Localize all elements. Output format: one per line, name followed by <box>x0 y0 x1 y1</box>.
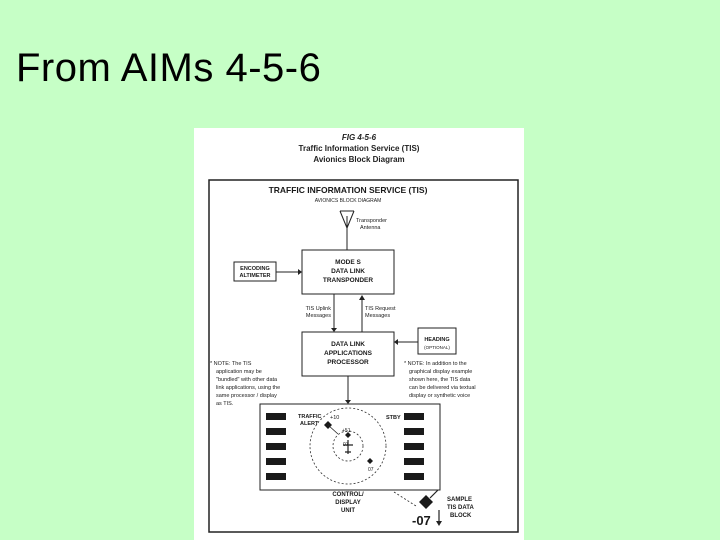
svg-text:* NOTE: The TIS: * NOTE: The TIS <box>210 361 252 367</box>
control-display-label: CONTROL/ <box>332 492 364 498</box>
mode-s-label: MODE S <box>335 259 361 266</box>
arrow-altimeter-to-transponder <box>298 269 302 275</box>
control-display-label-3: UNIT <box>341 508 355 514</box>
tis-block-diagram: TRAFFIC INFORMATION SERVICE (TIS) AVIONI… <box>208 179 519 533</box>
display-left-button <box>266 458 286 465</box>
own-aircraft-icon <box>343 440 353 454</box>
sample-block-label-2: TIS DATA <box>447 505 474 511</box>
svg-text:"bundled" with other data: "bundled" with other data <box>216 377 278 383</box>
traffic-alert-label-2: ALERT <box>300 421 319 427</box>
sample-block-leader <box>393 491 417 507</box>
range-ring-outer <box>309 407 387 485</box>
figure-caption-number: FIG 4-5-6 <box>341 133 377 142</box>
control-display-unit <box>259 403 441 491</box>
diagram-frame <box>208 179 519 533</box>
note-right: * NOTE: In addition to the graphical dis… <box>404 361 476 399</box>
tis-request-label: TIS Request <box>365 306 396 312</box>
svg-text:can be delivered via textual: can be delivered via textual <box>409 385 476 391</box>
display-left-button <box>266 443 286 450</box>
display-left-button <box>266 473 286 480</box>
arrow-heading-to-processor <box>394 339 398 345</box>
arrow-uplink-down <box>331 328 337 332</box>
display-right-button <box>404 443 424 450</box>
sample-block-value: -07 <box>412 513 431 528</box>
slide-title: From AIMs 4-5-6 <box>16 46 322 90</box>
note-left: * NOTE: The TIS application may be "bund… <box>210 361 280 407</box>
display-right-button <box>404 428 424 435</box>
mode-s-label-2: DATA LINK <box>331 268 365 275</box>
tis-request-label-2: Messages <box>365 313 390 319</box>
heading-box <box>417 327 457 355</box>
arrow-processor-to-display <box>345 400 351 404</box>
traffic-target-icon <box>367 458 373 464</box>
heading-optional-label: (OPTIONAL) <box>424 345 450 350</box>
transponder-antenna-label-2: Antenna <box>360 225 381 231</box>
svg-text:* NOTE: In addition to the: * NOTE: In addition to the <box>404 361 467 367</box>
transponder-antenna-label: Transponder <box>356 218 387 224</box>
target-bottom-altitude: 07 <box>368 467 374 473</box>
sample-block-label: SAMPLE <box>447 497 472 503</box>
antenna-icon <box>339 210 355 250</box>
processor-label: DATA LINK <box>331 341 365 348</box>
applications-processor-box <box>301 331 395 377</box>
control-display-label-2: DISPLAY <box>335 500 360 506</box>
processor-label-2: APPLICATIONS <box>324 350 373 357</box>
svg-text:as TIS.: as TIS. <box>216 401 234 407</box>
arrow-request-up <box>359 295 365 300</box>
svg-text:shown here, the TIS data: shown here, the TIS data <box>409 377 471 383</box>
diagram-title: TRAFFIC INFORMATION SERVICE (TIS) <box>269 185 428 195</box>
mode-s-transponder-box <box>301 249 395 295</box>
target-center-altitude: +51 <box>342 428 351 434</box>
range-ring-inner <box>332 430 364 462</box>
sample-target-icon <box>419 495 433 509</box>
mode-s-label-3: TRANSPONDER <box>323 277 374 284</box>
sample-block-label-3: BLOCK <box>450 513 472 519</box>
descent-arrow-icon <box>436 510 442 526</box>
traffic-target-icon <box>345 432 351 438</box>
target-center-altitude-lower: 07 <box>343 442 349 448</box>
svg-text:link applications, using the: link applications, using the <box>216 385 280 391</box>
encoding-altimeter-label: ENCODING <box>240 266 270 272</box>
display-right-button <box>404 458 424 465</box>
target-altitude-top: +10 <box>330 415 339 421</box>
figure-page: FIG 4-5-6 Traffic Information Service (T… <box>194 128 524 540</box>
display-left-button <box>266 428 286 435</box>
display-right-button <box>404 473 424 480</box>
display-left-button <box>266 413 286 420</box>
traffic-alert-label: TRAFFIC <box>298 414 322 420</box>
display-right-button <box>404 413 424 420</box>
svg-text:display or synthetic voice: display or synthetic voice <box>409 393 470 399</box>
svg-text:same processor / display: same processor / display <box>216 393 277 399</box>
stby-label: STBY <box>386 415 401 421</box>
svg-text:graphical display example: graphical display example <box>409 369 472 375</box>
processor-label-3: PROCESSOR <box>327 359 369 366</box>
figure-caption-subtitle: Avionics Block Diagram <box>313 155 405 164</box>
tis-uplink-label: TIS Uplink <box>306 306 332 312</box>
diagram-subtitle: AVIONICS BLOCK DIAGRAM <box>315 198 382 204</box>
tis-uplink-label-2: Messages <box>306 313 331 319</box>
encoding-altimeter-label-2: ALTIMETER <box>239 273 270 279</box>
svg-text:application may be: application may be <box>216 369 262 375</box>
figure-caption-title: Traffic Information Service (TIS) <box>298 144 420 153</box>
heading-label: HEADING <box>424 337 449 343</box>
